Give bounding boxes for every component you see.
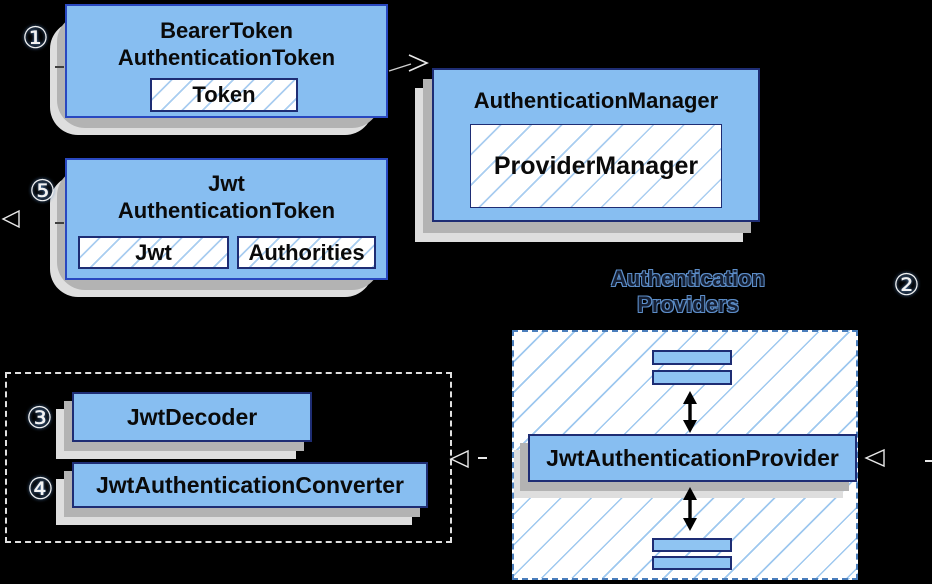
provider-placeholder-bar [652, 370, 732, 385]
node-title: JwtDecoder [72, 392, 312, 442]
step-1-badge: ① [22, 22, 49, 55]
step-4-badge: ④ [27, 473, 54, 506]
token-field: Token [150, 78, 298, 112]
step-5-badge: ⑤ [29, 175, 56, 208]
flow-line-segment [388, 63, 412, 72]
authorities-field: Authorities [237, 236, 376, 269]
dependency-arrow-to-provider [864, 448, 932, 468]
provider-placeholder-bar [652, 556, 732, 570]
jwt-decoder-node: JwtDecoder [56, 392, 312, 459]
step-3-badge: ③ [26, 402, 53, 435]
open-arrowhead-left-icon [1, 209, 20, 229]
jwt-field: Jwt [78, 236, 229, 269]
node-title: BearerToken AuthenticationToken [117, 18, 336, 70]
dependency-arrow-to-jwt-components [449, 449, 487, 469]
provider-placeholder-bar [652, 538, 732, 552]
jwt-authentication-provider-node: JwtAuthenticationProvider [514, 434, 857, 498]
open-arrowhead-right-icon [408, 54, 429, 72]
node-title: JwtAuthenticationConverter [72, 462, 428, 508]
bearer-token-authentication-token-node: BearerToken AuthenticationToken Token [50, 4, 388, 135]
provider-manager-field: ProviderManager [470, 124, 722, 208]
authentication-providers-title: Authentication Providers [611, 266, 765, 317]
open-arrowhead-left-icon [449, 449, 469, 469]
authentication-manager-node: AuthenticationManager ProviderManager [415, 68, 760, 242]
step-2-badge: ② [893, 269, 920, 302]
jwt-authentication-converter-node: JwtAuthenticationConverter [56, 462, 428, 525]
provider-placeholder-bar [652, 350, 732, 365]
jwt-authentication-token-node: Jwt AuthenticationToken Jwt Authorities [50, 158, 388, 297]
node-title: JwtAuthenticationProvider [528, 434, 857, 482]
node-title: AuthenticationManager [473, 88, 719, 113]
open-arrowhead-left-icon [864, 448, 885, 468]
node-title: Jwt AuthenticationToken [117, 171, 336, 223]
